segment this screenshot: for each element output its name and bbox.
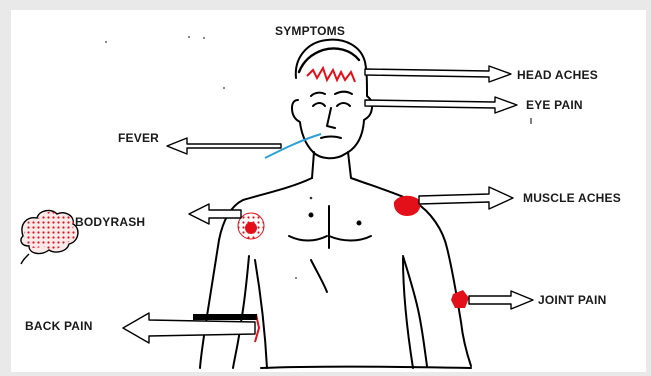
label-muscle-aches: MUSCLE ACHES [523, 191, 621, 205]
label-joint-pain: JOINT PAIN [538, 293, 606, 307]
stray-marks [105, 36, 312, 279]
arrow-muscle-aches [419, 187, 513, 209]
label-bodyrash: BODYRASH [75, 215, 145, 229]
joint-pain-mark [451, 290, 469, 308]
arrow-eye-pain [365, 97, 517, 113]
label-eye-pain: EYE PAIN [526, 98, 583, 112]
arrow-joint-pain [469, 291, 533, 309]
pain-marks [238, 68, 469, 342]
label-fever: FEVER [118, 131, 159, 145]
label-head-aches: HEAD ACHES [517, 68, 598, 82]
neck-outline [312, 152, 314, 178]
back-pain-arrow-band [193, 314, 257, 320]
rash-cloud-icon [21, 211, 78, 264]
arrow-fever [167, 138, 281, 154]
label-back-pain: BACK PAIN [25, 319, 93, 333]
headache-mark [307, 68, 355, 82]
arrows [123, 66, 533, 343]
arrow-head-aches [365, 66, 511, 82]
muscle-ache-mark [394, 196, 420, 216]
drawing-canvas: SYMPTOMS HEAD ACHES EYE PAIN FEVER MUSCL… [11, 10, 646, 372]
diagram-title: SYMPTOMS [275, 24, 345, 38]
